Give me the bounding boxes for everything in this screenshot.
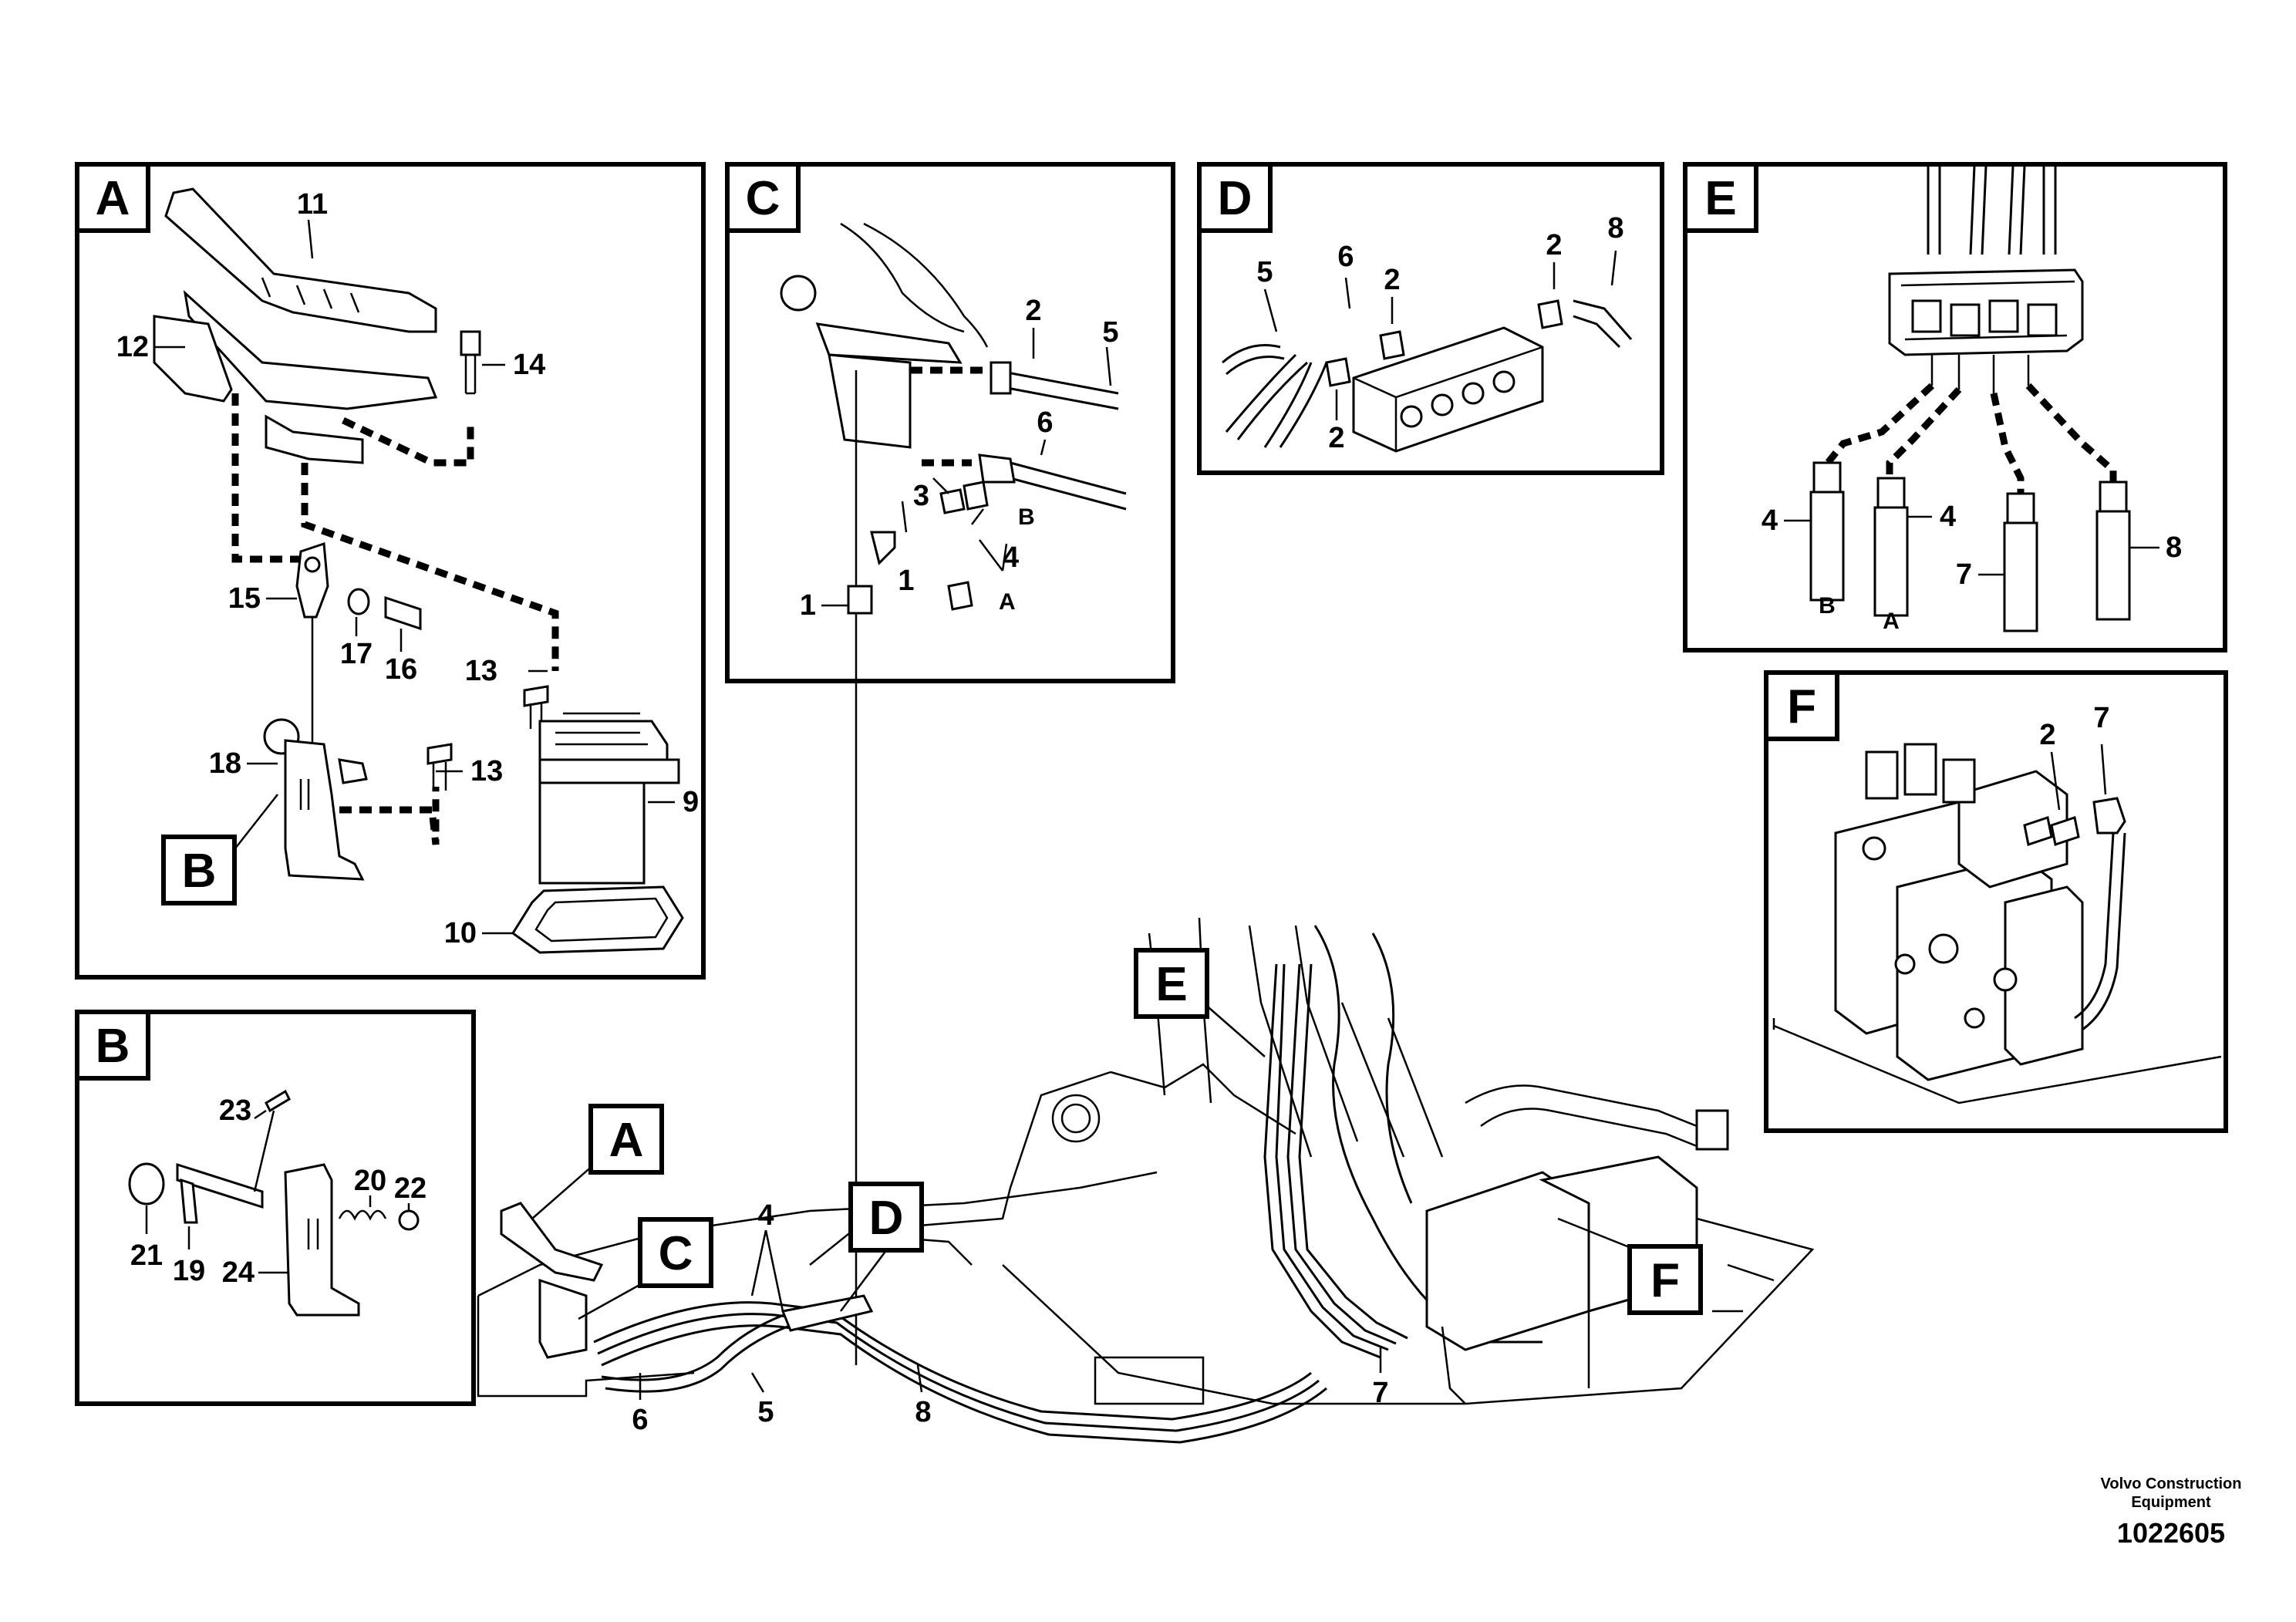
panel-c-tag: C [746, 172, 781, 225]
callout-d2b: 2 [1546, 229, 1562, 261]
callout-20: 20 [354, 1165, 386, 1197]
boot-9-drawing [511, 712, 684, 954]
callout-ov4: 4 [757, 1199, 774, 1232]
bracket-drawing [295, 541, 422, 771]
brand-line-1: Volvo Construction [2101, 1475, 2242, 1492]
label-e-a: A [1883, 609, 1900, 634]
overview-tag-c: C [578, 1217, 713, 1320]
callout-15: 15 [228, 582, 261, 615]
distribution-block-drawing [1222, 299, 1633, 453]
callout-17: 17 [340, 638, 373, 670]
callout-c1a: 1 [898, 565, 914, 597]
callout-d6: 6 [1337, 241, 1354, 273]
callout-ov5: 5 [757, 1396, 774, 1428]
callout-14: 14 [513, 349, 545, 381]
callout-d2c: 2 [1328, 422, 1344, 454]
callout-18: 18 [209, 747, 241, 780]
svg-text:A: A [609, 1114, 644, 1167]
overview-tag-a: A [531, 1104, 664, 1219]
footer: Volvo Construction Equipment 1022605 [2101, 1475, 2242, 1549]
svg-text:B: B [182, 845, 217, 898]
panel-b-tag: B [96, 1020, 130, 1073]
callout-d2a: 2 [1384, 264, 1400, 296]
callout-21: 21 [130, 1239, 163, 1272]
callout-24: 24 [222, 1256, 255, 1289]
callout-ov8: 8 [915, 1396, 931, 1428]
callout-16: 16 [385, 653, 417, 686]
hose-ends-e [1809, 461, 2131, 632]
pedal-valve-drawing [128, 1089, 420, 1317]
panel-c: C 2 5 6 3 1 4 1 [725, 162, 1175, 1365]
panel-d: D 5 6 2 2 8 2 [1197, 162, 1664, 475]
callout-13a: 13 [465, 655, 497, 687]
callout-d8: 8 [1607, 212, 1623, 244]
callout-e7: 7 [1956, 558, 1972, 591]
callout-c3: 3 [913, 480, 929, 512]
control-valve-f-drawing [1772, 743, 2222, 1104]
pedal-drawing [153, 187, 481, 464]
callout-11: 11 [297, 188, 328, 221]
label-c-a: A [999, 589, 1016, 615]
sub-tag-b: B [161, 794, 278, 905]
label-c-b: B [1018, 504, 1035, 530]
callout-c4: 4 [1003, 541, 1019, 574]
panel-f-tag: F [1787, 680, 1816, 733]
drawing-number: 1022605 [2117, 1517, 2225, 1549]
callout-c1b: 1 [800, 589, 816, 622]
panel-e-tag: E [1704, 172, 1736, 225]
hose-clamp-drawing [1888, 165, 2084, 393]
svg-text:D: D [869, 1192, 904, 1245]
callout-e8: 8 [2166, 531, 2182, 564]
overview-tag-f: F [1557, 1217, 1703, 1315]
overview-tag-e: E [1134, 948, 1266, 1057]
callout-ov7: 7 [1372, 1377, 1388, 1409]
callout-e4b: 4 [1940, 501, 1956, 533]
valve-18-drawing [263, 718, 368, 881]
panel-a: A [75, 162, 706, 980]
panel-f: F 2 7 [1764, 670, 2228, 1133]
panel-e: E 4 4 7 [1683, 162, 2227, 653]
callout-c2: 2 [1025, 295, 1041, 327]
callout-c6: 6 [1037, 406, 1053, 439]
callout-e4a: 4 [1762, 504, 1778, 537]
panel-a-tag: A [96, 172, 130, 225]
callout-12: 12 [116, 331, 149, 363]
panel-d-tag: D [1218, 172, 1253, 225]
callout-10: 10 [444, 917, 477, 949]
svg-text:E: E [1155, 958, 1187, 1011]
callout-19: 19 [173, 1255, 205, 1287]
pilot-valve-drawing [780, 222, 1127, 1365]
overview-tag-d: D [840, 1182, 924, 1312]
callout-d5: 5 [1256, 256, 1273, 288]
label-e-b: B [1819, 593, 1836, 619]
brand-line-2: Equipment [2131, 1494, 2211, 1511]
callout-c5: 5 [1102, 316, 1118, 349]
callout-23: 23 [219, 1094, 251, 1127]
panel-b: B 21 19 23 20 22 24 [75, 1010, 476, 1406]
svg-text:F: F [1650, 1254, 1680, 1307]
machine-overview: A C D E F 4 6 5 8 7 [477, 917, 1815, 1444]
callout-ov6: 6 [632, 1404, 648, 1436]
callout-f2: 2 [2039, 719, 2055, 751]
callout-13b: 13 [470, 755, 503, 787]
callout-9: 9 [683, 786, 699, 818]
callout-f7: 7 [2093, 702, 2109, 734]
svg-text:C: C [659, 1227, 693, 1280]
callout-22: 22 [394, 1172, 426, 1205]
